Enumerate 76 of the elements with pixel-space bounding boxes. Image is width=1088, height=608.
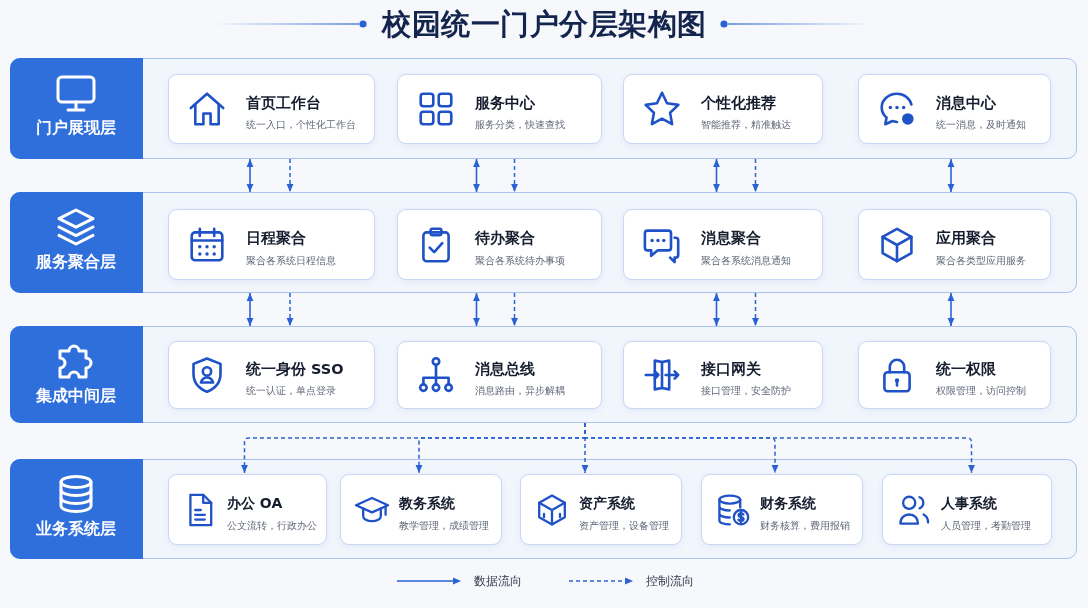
- card-subtitle: 消息路由，异步解耦: [475, 384, 565, 397]
- card-title: 统一权限: [936, 360, 996, 379]
- dashed-arrow: [752, 158, 759, 193]
- layer-panel: [10, 58, 1077, 159]
- layer-title: 业务系统层: [36, 518, 117, 539]
- module-card: [882, 474, 1052, 545]
- double-headed-arrow: [713, 292, 720, 327]
- layer-panel: [10, 459, 1077, 559]
- card-title: 办公 OA: [227, 494, 283, 513]
- module-card: [858, 341, 1051, 409]
- card-subtitle: 教学管理，成绩管理: [399, 520, 489, 533]
- card-title: 待办聚合: [475, 229, 535, 248]
- module-card: [701, 474, 863, 545]
- card-subtitle: 聚合各系统待办事项: [475, 255, 565, 268]
- module-card: [623, 74, 823, 144]
- module-card: [397, 74, 602, 144]
- double-headed-arrow: [713, 158, 720, 193]
- module-card: [397, 209, 602, 280]
- layer-title: 门户展现层: [36, 117, 117, 138]
- module-card: [168, 209, 375, 280]
- module-card: [168, 74, 375, 144]
- card-title: 应用聚合: [936, 229, 996, 248]
- module-card: [340, 474, 502, 545]
- card-subtitle: 财务核算，费用报销: [760, 520, 850, 533]
- module-card: [168, 341, 375, 409]
- card-subtitle: 智能推荐，精准触达: [701, 119, 791, 132]
- card-title: 消息总线: [475, 360, 535, 379]
- module-card: [520, 474, 682, 545]
- card-subtitle: 权限管理，访问控制: [936, 384, 1026, 397]
- card-subtitle: 资产管理，设备管理: [579, 520, 669, 533]
- card-title: 资产系统: [579, 494, 635, 513]
- legend-label: 数据流向: [474, 573, 522, 589]
- card-subtitle: 人员管理，考勤管理: [941, 520, 1031, 533]
- layer-panel: [10, 326, 1077, 423]
- dashed-arrow: [752, 292, 759, 327]
- card-subtitle: 统一入口，个性化工作台: [246, 119, 356, 132]
- layer-title: 集成中间层: [36, 385, 117, 406]
- layer-panel: [10, 192, 1077, 293]
- card-title: 统一身份 SSO: [246, 360, 344, 379]
- card-title: 个性化推荐: [701, 94, 776, 112]
- dashed-arrow: [286, 292, 294, 327]
- card-title: 接口网关: [701, 360, 761, 379]
- module-card: [858, 209, 1051, 280]
- card-subtitle: 公文流转，行政办公: [227, 520, 317, 533]
- double-headed-arrow: [947, 292, 955, 327]
- dashed-arrow: [286, 158, 294, 193]
- double-headed-arrow: [246, 158, 254, 193]
- card-subtitle: 接口管理，安全防护: [701, 384, 791, 397]
- card-subtitle: 聚合各类型应用服务: [936, 255, 1026, 268]
- module-card: [623, 209, 823, 280]
- double-headed-arrow: [473, 292, 480, 327]
- double-headed-arrow: [246, 292, 254, 327]
- card-title: 人事系统: [941, 494, 997, 513]
- card-subtitle: 统一认证，单点登录: [246, 384, 336, 397]
- double-headed-arrow: [473, 158, 480, 193]
- layer-title: 服务聚合层: [36, 251, 117, 272]
- card-subtitle: 聚合各系统日程信息: [246, 255, 336, 268]
- legend-label: 控制流向: [646, 573, 694, 589]
- card-subtitle: 服务分类，快速查找: [475, 119, 565, 132]
- card-subtitle: 统一消息，及时通知: [936, 119, 1026, 132]
- module-card: [397, 341, 602, 409]
- card-title: 首页工作台: [246, 94, 321, 112]
- double-headed-arrow: [947, 158, 955, 193]
- card-subtitle: 聚合各系统消息通知: [701, 255, 791, 268]
- dashed-arrow: [511, 158, 518, 193]
- card-title: 日程聚合: [246, 229, 306, 248]
- card-title: 教务系统: [399, 494, 455, 513]
- module-card: [168, 474, 327, 545]
- card-title: 消息聚合: [701, 229, 761, 248]
- diagram-title: 校园统一门户分层架构图: [382, 7, 707, 41]
- module-card: [858, 74, 1051, 144]
- card-title: 财务系统: [760, 494, 816, 513]
- card-title: 消息中心: [936, 94, 996, 112]
- dashed-arrow: [511, 292, 518, 327]
- module-card: [623, 341, 823, 409]
- card-title: 服务中心: [475, 94, 535, 112]
